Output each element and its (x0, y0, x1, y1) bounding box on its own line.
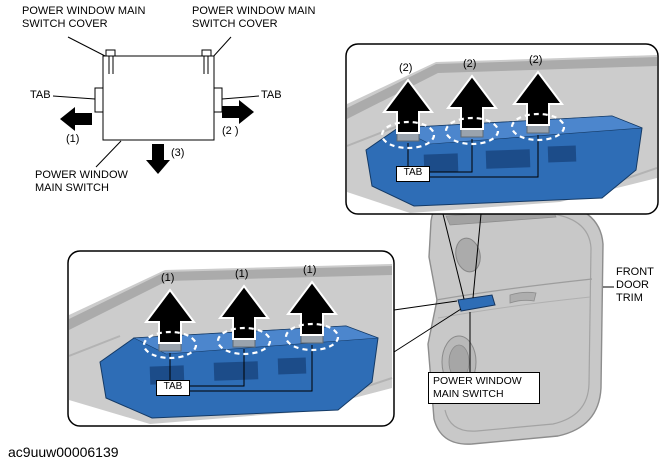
tab-highlight-ellipse (510, 112, 566, 142)
cover-label-left: POWER WINDOW MAIN SWITCH COVER (22, 5, 146, 30)
step-3-label: (3) (171, 147, 185, 159)
callout-pointer-lines (393, 213, 614, 372)
callout-bottom-border (67, 250, 395, 427)
arrow-left-icon (60, 107, 92, 131)
tab-highlight-ellipse (444, 116, 500, 146)
arrow-up-icon (286, 280, 338, 336)
callout-top-border (345, 43, 659, 215)
step-1-label: (1) (66, 133, 80, 145)
callout-top-step-label: (2) (399, 62, 413, 74)
front-door-trim-illustration (427, 197, 604, 445)
tab-label-left: TAB (30, 89, 51, 101)
arrow-up-icon (144, 288, 196, 344)
tab-highlight-ellipse (142, 330, 198, 360)
tab-highlight-ellipse (380, 120, 436, 150)
door-armrest-line-1 (435, 278, 593, 301)
door-trim-outline (427, 197, 604, 445)
tab-label-right: TAB (261, 89, 282, 101)
callout-bottom-step-label: (1) (161, 272, 175, 284)
callout-bottom-step-label: (1) (235, 268, 249, 280)
arrow-up-icon (446, 74, 498, 130)
door-armrest-line-2 (437, 296, 591, 319)
switch-cover-outline (102, 55, 215, 141)
front-door-trim-label: FRONT DOOR TRIM (616, 266, 654, 304)
door-power-window-switch (457, 294, 496, 312)
callout-top-step-label: (2) (529, 54, 543, 66)
door-switch-label-box: POWER WINDOW MAIN SWITCH (428, 372, 540, 404)
figure-id: ac9uuw00006139 (8, 444, 119, 460)
step-2-label: (2 ) (222, 125, 239, 137)
arrow-down-icon (146, 144, 170, 174)
arrow-up-icon (512, 70, 564, 126)
right-tab (213, 87, 223, 113)
arrow-right-icon (222, 100, 254, 124)
callout-bottom-tab-box: TAB (156, 380, 190, 396)
arrow-up-icon (218, 284, 270, 340)
cover-removal-schematic (52, 36, 260, 174)
cover-label-right: POWER WINDOW MAIN SWITCH COVER (192, 5, 316, 30)
door-pull-handle (509, 291, 537, 304)
callout-top-step-label: (2) (463, 58, 477, 70)
tab-highlight-ellipse (216, 326, 272, 356)
main-switch-label: POWER WINDOW MAIN SWITCH (35, 169, 128, 194)
door-trim-inner-contour (444, 208, 592, 432)
arrow-up-icon (382, 78, 434, 134)
left-tab (94, 87, 104, 113)
tab-highlight-ellipse (284, 322, 340, 352)
callout-top-tab-box: TAB (396, 166, 430, 182)
callout-bottom-step-label: (1) (303, 264, 317, 276)
door-handle-hole (455, 237, 481, 273)
callout-bottom-illustration (69, 264, 393, 424)
